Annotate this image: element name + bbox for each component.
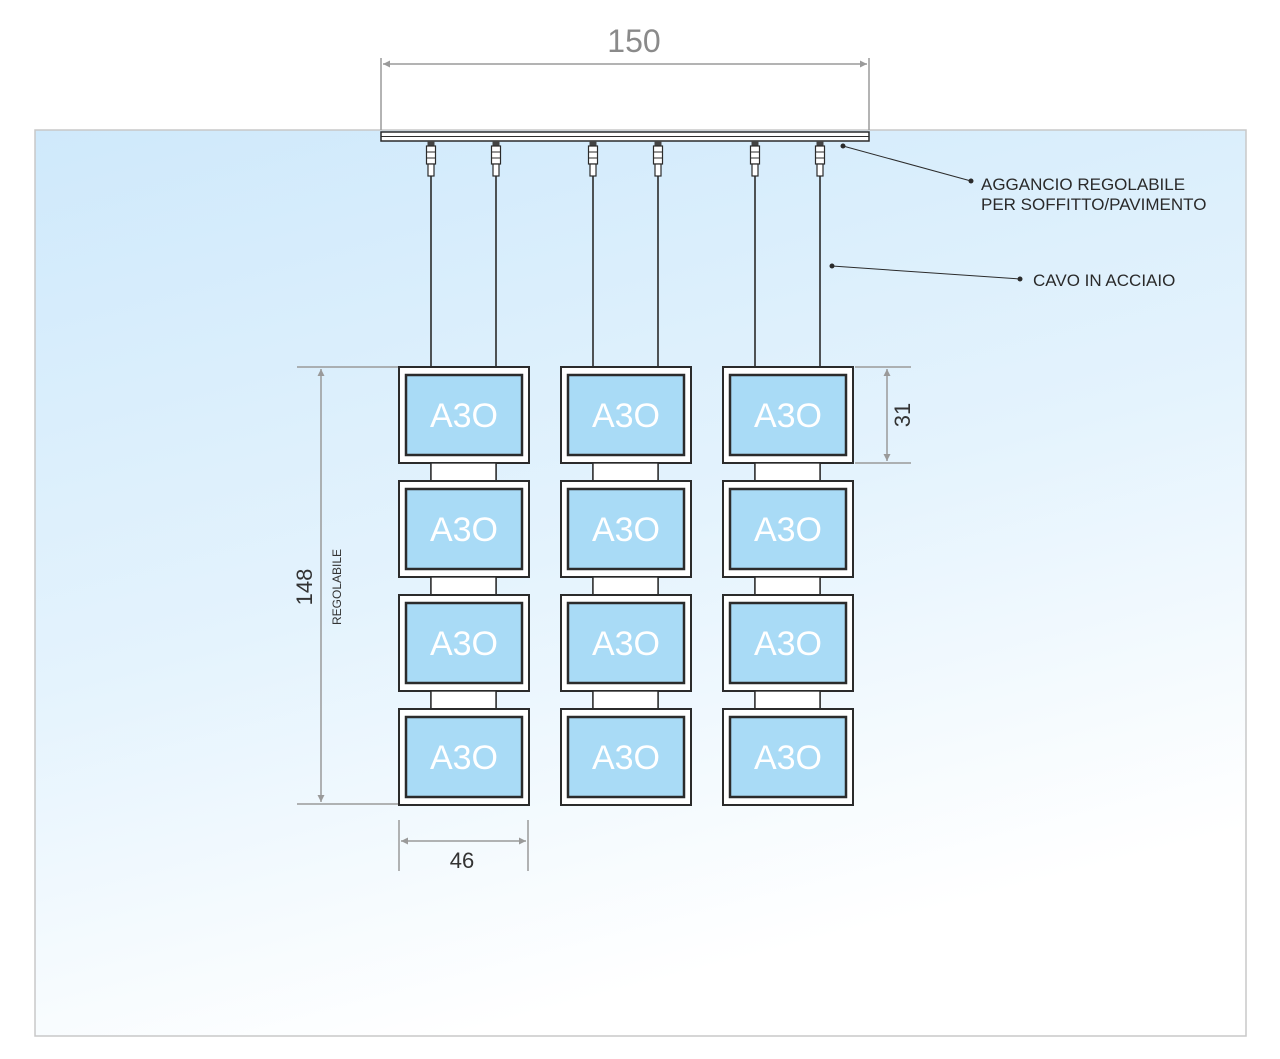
panel-spacer bbox=[754, 462, 821, 482]
panel-size-label: A3O bbox=[430, 625, 498, 663]
panel-size-label: A3O bbox=[592, 739, 660, 777]
panel-size-label: A3O bbox=[754, 397, 822, 435]
panel-grid: A3O A3O A3O A3O A3O A3O A3O A3O A3O A3O A3O A3O bbox=[398, 366, 854, 806]
hook-connector-icon bbox=[814, 141, 826, 177]
panel-width-label: 46 bbox=[450, 848, 474, 873]
display-panel: A3O bbox=[398, 480, 530, 578]
hook-connector-icon bbox=[425, 141, 437, 177]
display-panel: A3O bbox=[560, 366, 692, 464]
hook-callout-line1: AGGANCIO REGOLABILE bbox=[981, 175, 1185, 194]
display-panel: A3O bbox=[398, 594, 530, 692]
panel-size-label: A3O bbox=[754, 625, 822, 663]
display-panel: A3O bbox=[722, 366, 854, 464]
display-panel: A3O bbox=[722, 708, 854, 806]
height-dimension: 148 REGOLABILE bbox=[292, 366, 398, 805]
panel-height-dimension: 31 bbox=[855, 366, 915, 464]
height-label: 148 bbox=[292, 569, 317, 606]
hook-callout-line2: PER SOFFITTO/PAVIMENTO bbox=[981, 195, 1206, 214]
hook-connector-icon bbox=[652, 141, 664, 177]
height-note: REGOLABILE bbox=[330, 549, 344, 625]
cable-callout: CAVO IN ACCIAIO bbox=[829, 263, 1175, 290]
panel-spacer bbox=[754, 576, 821, 596]
panel-spacer bbox=[592, 690, 659, 710]
panel-size-label: A3O bbox=[430, 397, 498, 435]
panel-size-label: A3O bbox=[754, 739, 822, 777]
panel-spacer bbox=[592, 462, 659, 482]
cables-group bbox=[430, 176, 821, 367]
display-panel: A3O bbox=[560, 708, 692, 806]
display-panel: A3O bbox=[560, 480, 692, 578]
panel-spacer bbox=[592, 576, 659, 596]
display-panel: A3O bbox=[398, 366, 530, 464]
hook-connector-icon bbox=[587, 141, 599, 177]
panel-size-label: A3O bbox=[592, 625, 660, 663]
panel-size-label: A3O bbox=[592, 511, 660, 549]
panel-spacer bbox=[430, 462, 497, 482]
panel-spacer bbox=[430, 576, 497, 596]
panel-size-label: A3O bbox=[754, 511, 822, 549]
width-dimension: 150 bbox=[380, 23, 870, 130]
panel-size-label: A3O bbox=[592, 397, 660, 435]
panel-height-label: 31 bbox=[890, 403, 915, 427]
display-panel: A3O bbox=[398, 708, 530, 806]
panel-spacer bbox=[430, 690, 497, 710]
hook-callout: AGGANCIO REGOLABILE PER SOFFITTO/PAVIMEN… bbox=[840, 143, 1206, 214]
cable-callout-label: CAVO IN ACCIAIO bbox=[1033, 271, 1175, 290]
hook-connector-icon bbox=[490, 141, 502, 177]
hook-connector-icon bbox=[749, 141, 761, 177]
panel-size-label: A3O bbox=[430, 739, 498, 777]
panel-size-label: A3O bbox=[430, 511, 498, 549]
hooks-group bbox=[425, 141, 826, 177]
panel-spacer bbox=[754, 690, 821, 710]
display-panel: A3O bbox=[722, 480, 854, 578]
display-panel: A3O bbox=[722, 594, 854, 692]
ceiling-rail bbox=[380, 131, 870, 142]
panel-width-dimension: 46 bbox=[398, 820, 529, 873]
total-width-label: 150 bbox=[607, 23, 660, 59]
display-panel: A3O bbox=[560, 594, 692, 692]
